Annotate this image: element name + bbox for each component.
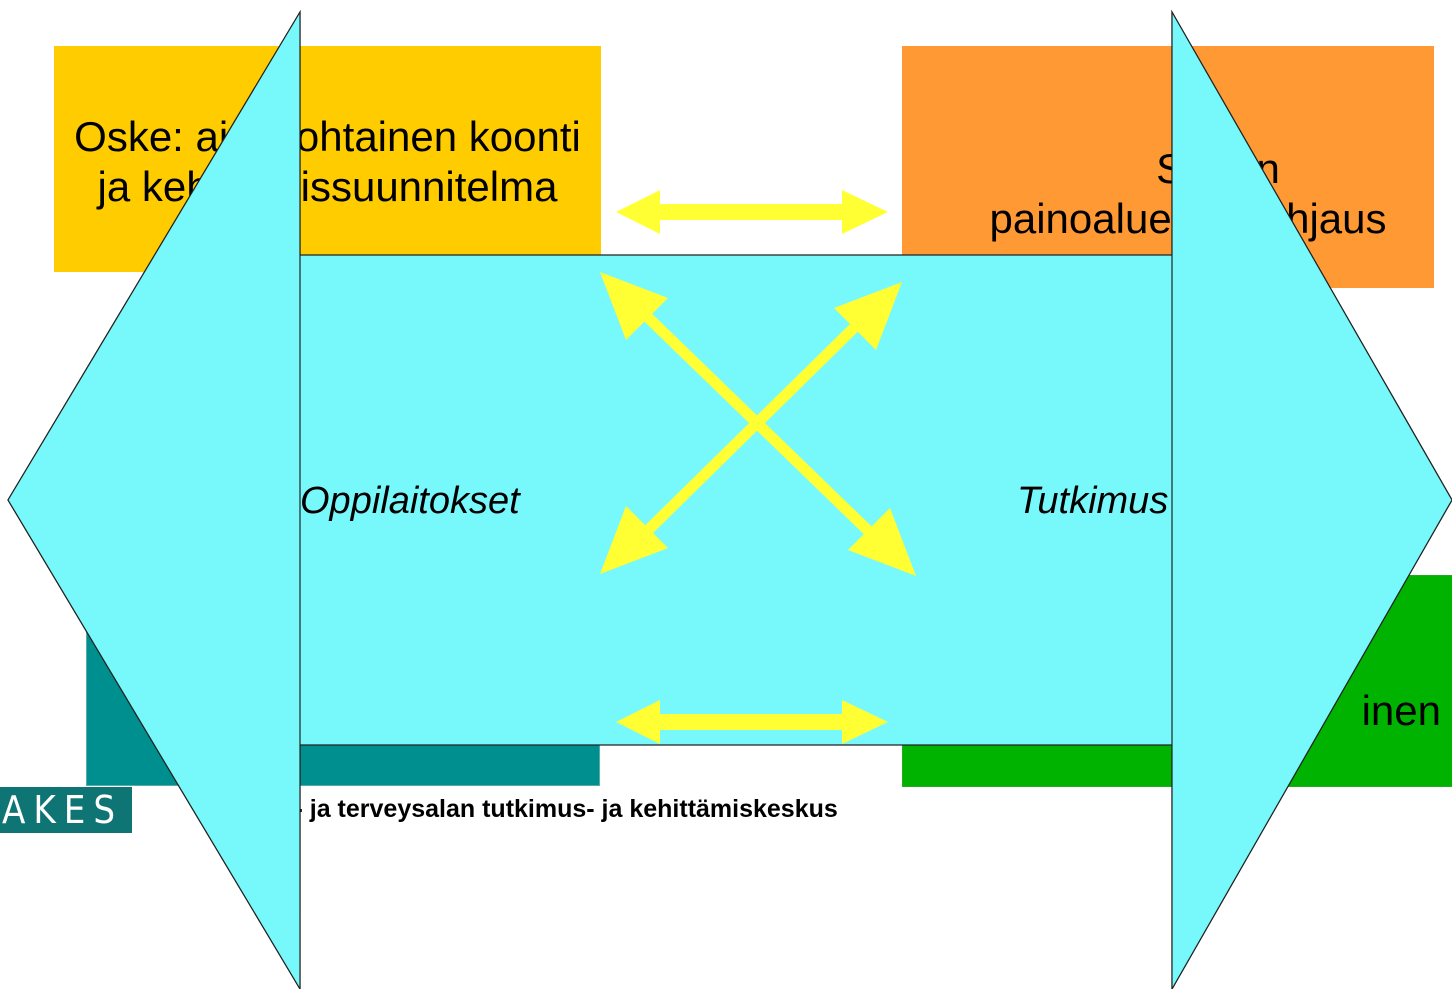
label-tutkimus: Tutkimus bbox=[1017, 480, 1169, 522]
arrow-diagonal-2-head-a bbox=[834, 282, 902, 350]
arrow-bottom-horizontal bbox=[616, 700, 888, 744]
label-oppilaitokset: Oppilaitokset bbox=[300, 480, 520, 522]
arrow-diagonal-2-head-b bbox=[600, 506, 668, 574]
stakes-logo: AKES bbox=[0, 787, 132, 833]
arrow-diagonal-1-head-a bbox=[600, 272, 668, 340]
arrow-diagonal-1-head-b bbox=[848, 508, 916, 576]
arrow-diagonal-2-shaft bbox=[628, 308, 874, 550]
arrow-top-horizontal bbox=[616, 190, 888, 234]
footer-text: Sosiaali- ja terveysalan tutkimus- ja ke… bbox=[200, 795, 838, 823]
